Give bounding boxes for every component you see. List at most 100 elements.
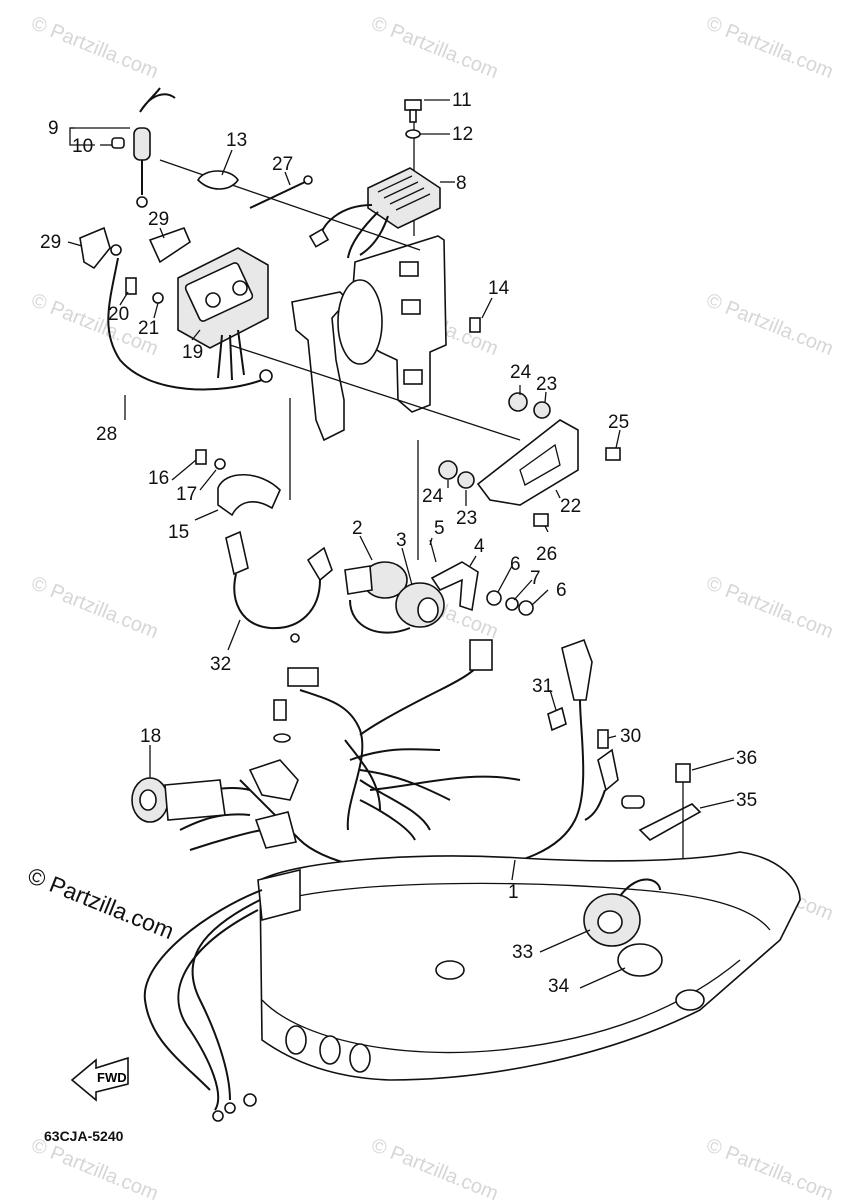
middle-assembly (225, 530, 534, 643)
grommet (508, 392, 528, 412)
callout-33: 33 (512, 942, 533, 963)
callout-29: 29 (148, 209, 169, 230)
pin (597, 729, 609, 749)
cdi-unit (177, 247, 273, 383)
mount-bracket (476, 419, 579, 506)
terminal (243, 1093, 257, 1107)
terminal (303, 175, 313, 185)
callout-14: 14 (488, 278, 510, 299)
diagram-code: 63CJA-5240 (44, 1128, 124, 1144)
bolt (404, 99, 422, 123)
collar (457, 471, 475, 489)
callout-22: 22 (560, 496, 581, 517)
callout-12: 12 (452, 124, 473, 145)
watermark: © Partzilla.com (28, 572, 161, 643)
callout-20: 20 (108, 304, 129, 325)
upper-assembly (79, 87, 621, 560)
guide-line (229, 344, 521, 441)
rectifier-regulator (308, 167, 441, 259)
callout-19: 19 (182, 342, 203, 363)
terminal-cover (621, 795, 645, 809)
watermark: © Partzilla.com (703, 12, 836, 83)
callout-25: 25 (608, 412, 629, 433)
clamp (217, 473, 281, 517)
grommet (438, 460, 458, 480)
ignition-coil (395, 582, 445, 628)
bracket-slot (401, 299, 421, 315)
washer (214, 458, 226, 470)
watermark: © Partzilla.com (368, 12, 501, 83)
callout-24: 24 (422, 486, 444, 507)
clamp (547, 706, 567, 732)
callouts: 11 12 8 9 10 13 27 29 29 20 21 19 14 24 … (40, 90, 757, 997)
callout-3: 3 (396, 530, 407, 551)
watermark: © Partzilla.com (703, 572, 836, 643)
callout-23: 23 (456, 508, 477, 529)
washer (273, 733, 291, 743)
plug-cap (79, 226, 111, 270)
plug-seal-center (597, 910, 623, 934)
cowling-body (259, 851, 801, 1081)
collar (533, 401, 551, 419)
harness-bracket (248, 759, 299, 801)
callout-21: 21 (138, 318, 159, 339)
harness-clamp (254, 811, 297, 849)
plug-cap (225, 530, 249, 576)
bolt (605, 447, 621, 461)
callout-29: 29 (40, 232, 61, 253)
ignition-component (111, 87, 176, 208)
callout-16: 16 (148, 468, 169, 489)
washer (405, 129, 421, 139)
callout-15: 15 (168, 522, 189, 543)
cowling-hole (349, 1043, 371, 1073)
bolt (195, 449, 207, 465)
connector (287, 667, 319, 687)
callout-11: 11 (452, 90, 472, 111)
main-connector (131, 777, 226, 823)
callout-27: 27 (272, 154, 293, 175)
cowling-hole (319, 1035, 341, 1065)
callout-5: 5 (434, 518, 445, 539)
callout-31: 31 (532, 676, 553, 697)
plug-cap (306, 546, 333, 582)
watermark: © Partzilla.com (28, 12, 161, 83)
callout-7: 7 (530, 568, 541, 589)
fwd-label: FWD (97, 1070, 127, 1085)
watermark: © Partzilla.com (28, 1134, 161, 1200)
callout-1: 1 (508, 882, 519, 903)
callout-6: 6 (556, 580, 567, 601)
fwd-arrow: FWD (70, 1056, 129, 1102)
terminal (290, 633, 300, 643)
bolt (675, 763, 691, 783)
plug-cap (597, 748, 619, 792)
callout-32: 32 (210, 654, 231, 675)
screw (469, 317, 481, 333)
watermark: © Partzilla.com (703, 289, 836, 360)
terminal (212, 1110, 224, 1122)
callout-26: 26 (536, 544, 557, 565)
washer (505, 597, 519, 611)
bracket-slot (403, 369, 423, 385)
callout-18: 18 (140, 726, 161, 747)
nut (486, 590, 502, 606)
callout-35: 35 (736, 790, 757, 811)
watermark: © Partzilla.com (703, 1134, 836, 1200)
callout-23: 23 (536, 374, 557, 395)
coil-bracket (430, 561, 479, 612)
washer (152, 292, 164, 304)
callout-13: 13 (226, 130, 247, 151)
screw (125, 277, 137, 295)
callout-17: 17 (176, 484, 197, 505)
callout-9: 9 (48, 118, 59, 139)
cowling-hole (675, 989, 705, 1011)
callout-10: 10 (72, 136, 93, 157)
terminal (224, 1102, 236, 1114)
ignition-coil (344, 561, 408, 599)
cowling-hole (285, 1025, 307, 1055)
callout-36: 36 (736, 748, 757, 769)
callout-2: 2 (352, 518, 363, 539)
leader-lines (67, 99, 735, 989)
watermark: © Partzilla.com (368, 1134, 501, 1200)
lead-wire (249, 181, 306, 209)
